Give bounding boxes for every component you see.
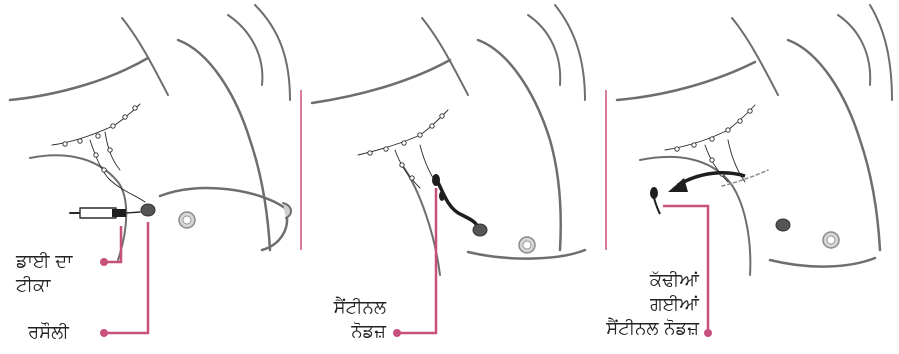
dye-track [437,180,478,228]
removed-sentinel-nodes-label-line-1: ਕੱਢੀਆਂ [584,269,699,293]
dye-callout-dot [100,258,108,266]
removed-sentinel-nodes-label-line-3: ਸੈਂਟੀਨਲ ਨੋਡਜ਼ [584,317,699,341]
tumor [776,219,790,231]
sentinel-nodes-label: ਸੈਂਟੀਨਲ ਨੋਡਜ਼ [316,296,386,344]
nipple-side [283,203,291,218]
panel-1 [10,5,291,260]
lymph-node-chain [52,104,145,202]
panel-2-callouts [393,188,436,337]
sentinel-nodes-label-line-1: ਸੈਂਟੀਨਲ [316,296,386,320]
removed-callout-dot [704,329,712,337]
sentinel-callout-line [397,188,436,333]
shoulder-outline [10,58,148,100]
panel-2 [312,5,585,275]
torso-outline [228,15,262,85]
removed-sentinel-nodes-label: ਕੱਢੀਆਂ ਗਈਆਂ ਸੈਂਟੀਨਲ ਨੋਡਜ਼ [584,269,699,341]
tumor [141,204,155,216]
sentinel-nodes-label-line-2: ਨੋਡਜ਼ [316,320,386,344]
removed-nodes [650,173,745,214]
tumor-label: ਰਸੌਲੀ [28,321,69,345]
tumor [473,224,487,236]
syringe-icon [70,208,140,218]
neck-outline [122,18,168,95]
removed-sentinel-nodes-label-line-2: ਗਈਆਂ [584,293,699,317]
dye-injection-label-line-1: ਡਾਈ ਦਾ [16,250,72,274]
sentinel-node-dyed [432,174,440,186]
extracted-node [650,187,658,199]
tumor-callout-line [104,222,148,333]
panel-3 [617,5,892,275]
tumor-label-line-1: ਰਸੌਲੀ [28,321,69,345]
sentinel-callout-dot [393,329,401,337]
dye-injection-label: ਡਾਈ ਦਾ ਟੀਕਾ [16,250,72,298]
tumor-callout-dot [100,329,108,337]
dye-injection-label-line-2: ਟੀਕਾ [16,274,72,298]
collarbone-outline [255,5,290,100]
